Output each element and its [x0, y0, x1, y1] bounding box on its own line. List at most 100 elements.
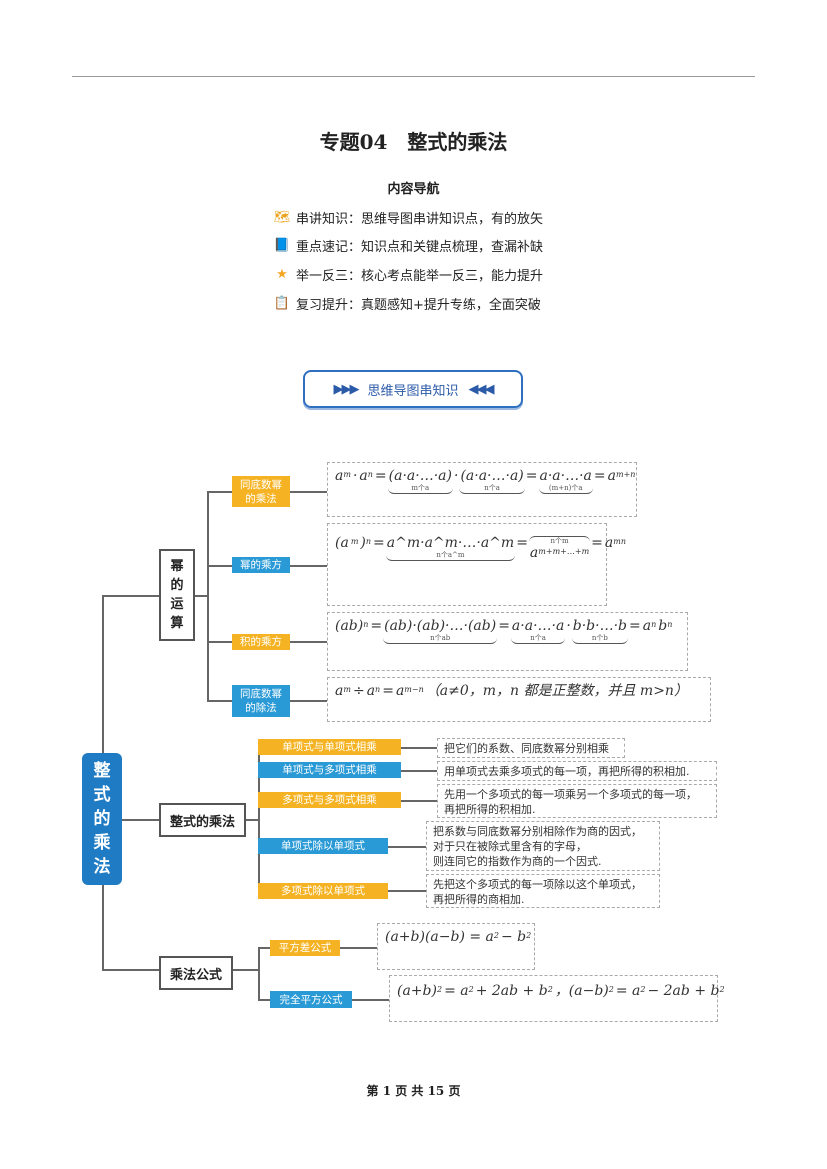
- formula-term: =: [373, 535, 385, 551]
- formula-term: amn: [604, 535, 626, 551]
- connector: [246, 819, 258, 821]
- rule-text: 用单项式去乘多项式的每一项，再把所得的积相加.: [437, 761, 717, 781]
- formula-term: (a·a·…·a)m个a: [387, 468, 453, 494]
- formula-term: (a: [335, 535, 349, 551]
- star-icon: ★: [276, 267, 288, 282]
- formula-term: − 2ab + b2: [647, 983, 725, 999]
- map-icon: 🗺: [273, 210, 291, 225]
- connector: [258, 747, 260, 891]
- root-char: 法: [93, 857, 111, 877]
- formula-box: (a+b)(a−b) = a2− b2: [377, 923, 535, 970]
- formula-box: (a+b)2= a2+ 2ab + b2，(a−b)2= a2− 2ab + b…: [389, 975, 725, 1022]
- nav-item: 📘重点速记：知识点和关键点梳理，查漏补缺: [274, 236, 543, 255]
- clipboard-icon: 📋: [273, 296, 291, 311]
- rule-text: 把系数与同底数幂分别相除作为商的因式， 对于只在被除式里含有的字母， 则连同它的…: [426, 821, 660, 871]
- formula-term: =: [593, 468, 606, 484]
- rule-text: 先把这个多项式的每一项除以这个单项式， 再把所得的商相加.: [426, 874, 660, 908]
- underbrace-label: (m+n)个a: [538, 484, 593, 494]
- underbrace-label: n个ab: [383, 634, 498, 644]
- underbrace-label: n个a: [459, 484, 525, 494]
- page-title: 专题04 整式的乘法: [319, 130, 508, 154]
- branch-char: 算: [170, 616, 184, 631]
- formula-term: + 2ab + b2: [475, 983, 553, 999]
- formula-term: ·: [453, 468, 459, 484]
- branch-char: 运: [170, 597, 184, 612]
- label-power-of-power: 幂的乘方: [232, 557, 290, 573]
- formula-term: (a·a·…·a)n个a: [459, 468, 525, 494]
- label-poly-div-mono: 多项式除以单项式: [258, 883, 388, 899]
- branch-char: 的: [170, 578, 184, 593]
- label-perfect-square: 完全平方公式: [270, 991, 352, 1008]
- formula-term: ，(a−b)2: [554, 983, 614, 999]
- root-char: 的: [93, 809, 111, 829]
- underbrace-label: n个b: [571, 634, 629, 644]
- formula-term: (a+b)2: [397, 983, 443, 999]
- page-footer: 第 1 页 共 15 页: [366, 1084, 461, 1098]
- formula-term: (ab)·(ab)·…·(ab)n个ab: [383, 618, 498, 644]
- header-rule: [72, 76, 755, 77]
- branch-power-operations: 幂的运算: [159, 549, 195, 641]
- label-mono-times-mono: 单项式与单项式相乘: [258, 739, 401, 755]
- formula-term: m: [350, 537, 359, 546]
- formula-box: am÷an=am−n（a≠0，m，n 都是正整数，并且 m>n）: [327, 677, 711, 722]
- formula-term: − b2: [501, 929, 532, 945]
- formula-term: ·: [352, 468, 358, 484]
- formula-term: =: [370, 618, 383, 634]
- connector: [258, 947, 260, 1000]
- overbrace-label: n个m: [528, 536, 591, 546]
- formula-term: an: [642, 618, 657, 634]
- formula-term: =: [516, 535, 528, 551]
- formula-term: an: [359, 468, 373, 484]
- root-node: 整式的乘法: [82, 753, 122, 885]
- formula-term: =: [498, 618, 510, 634]
- label-power-of-product: 积的乘方: [232, 634, 290, 650]
- label-poly-times-poly: 多项式与多项式相乘: [258, 792, 401, 808]
- formula-box: am·an=(a·a·…·a)m个a·(a·a·…·a)n个a=a·a·…·a(…: [327, 462, 637, 517]
- formula-term: )n: [360, 535, 372, 551]
- underbrace-label: n个a^m: [385, 551, 516, 561]
- formula-term: am: [335, 468, 351, 484]
- connector: [207, 491, 209, 701]
- arrows-left-icon: ◀◀◀: [468, 381, 495, 397]
- section-banner: ▶▶▶ 思维导图串知识 ◀◀◀: [303, 370, 523, 408]
- nav-item: ★ 举一反三：核心考点能举一反三，能力提升: [274, 265, 543, 284]
- formula-term: (ab)n: [335, 618, 369, 634]
- formula-term: am+n: [607, 468, 636, 484]
- root-char: 整: [93, 761, 111, 781]
- connector: [102, 595, 159, 597]
- formula-term: ÷: [352, 683, 365, 699]
- formula-term: =: [525, 468, 538, 484]
- nav-item: 🗺 串讲知识：思维导图串讲知识点，有的放矢: [274, 208, 543, 227]
- nav-heading: 内容导航: [387, 182, 440, 197]
- branch-polynomial-multiplication: 整式的乘法: [159, 803, 246, 837]
- formula-term: =: [591, 535, 603, 551]
- label-mono-div-mono: 单项式除以单项式: [258, 838, 388, 854]
- branch-char: 幂: [170, 559, 184, 574]
- banner-text: 思维导图串知识: [367, 383, 459, 399]
- nav-item-label: 串讲知识：思维导图串讲知识点，有的放矢: [296, 212, 544, 227]
- formula-term: （a≠0，m，n 都是正整数，并且 m>n）: [425, 683, 688, 699]
- connector: [102, 969, 159, 971]
- formula-term: a·a·…·a(m+n)个a: [538, 468, 593, 494]
- root-char: 式: [93, 785, 111, 805]
- formula-term: =: [374, 468, 387, 484]
- nav-item: 📋 复习提升：真题感知+提升专练，全面突破: [274, 294, 541, 313]
- label-same-base-multiply: 同底数幂的乘法: [232, 476, 290, 507]
- nav-item-label: 重点速记：知识点和关键点梳理，查漏补缺: [296, 240, 544, 255]
- formula-term: (a+b)(a−b) = a2: [385, 929, 499, 945]
- arrows-right-icon: ▶▶▶: [333, 381, 359, 397]
- label-mono-times-poly: 单项式与多项式相乘: [258, 762, 401, 778]
- nav-item-label: 复习提升：真题感知+提升专练，全面突破: [296, 298, 541, 313]
- formula-term: = a2: [444, 983, 474, 999]
- nav-item-label: 举一反三：核心考点能举一反三，能力提升: [296, 269, 544, 284]
- connector: [195, 595, 207, 597]
- formula-term: = a2: [615, 983, 646, 999]
- rule-text: 先用一个多项式的每一项乘另一个多项式的每一项， 再把所得的积相加.: [437, 784, 717, 818]
- branch-multiplication-formulas: 乘法公式: [159, 956, 233, 990]
- formula-term: =: [382, 683, 394, 699]
